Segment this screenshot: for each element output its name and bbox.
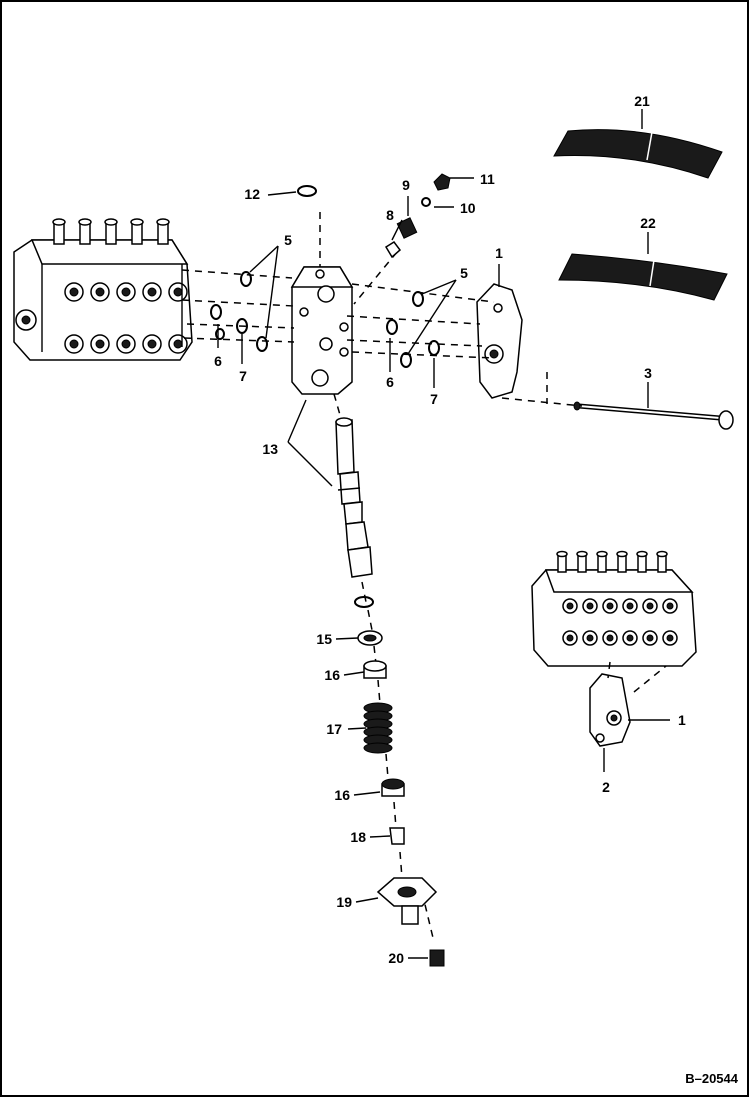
callout-10: 10	[460, 200, 476, 216]
leaders-15-20	[335, 637, 428, 959]
callout-16a: 16	[324, 667, 340, 683]
end-cover	[476, 283, 523, 399]
decal-21	[553, 129, 723, 179]
leader-13a	[287, 399, 307, 443]
callout-6a: 6	[214, 353, 222, 369]
callout-12: 12	[244, 186, 260, 202]
callout-9: 9	[402, 177, 410, 193]
callout-7a: 7	[239, 368, 247, 384]
inlet-section-block	[290, 266, 354, 395]
callout-5a: 5	[284, 232, 292, 248]
relief-parts	[267, 173, 474, 259]
callout-5b: 5	[460, 265, 468, 281]
callout-18: 18	[350, 829, 366, 845]
callouts: 21 22 12 9 8 10 11 1 5 5 6 7 6 7 3 13 15…	[214, 93, 686, 966]
control-valve-main	[13, 218, 193, 361]
spool-assembly	[335, 417, 373, 578]
callout-19: 19	[336, 894, 352, 910]
leader-13b	[287, 441, 333, 487]
callout-21: 21	[634, 93, 650, 109]
decal-22	[558, 253, 728, 301]
o-rings-right	[386, 291, 440, 368]
callout-7b: 7	[430, 391, 438, 407]
callout-2: 2	[602, 779, 610, 795]
callout-22: 22	[640, 215, 656, 231]
callout-16b: 16	[334, 787, 350, 803]
control-valve-small	[531, 550, 697, 747]
callout-1b: 1	[678, 712, 686, 728]
callout-20: 20	[388, 950, 404, 966]
callout-11: 11	[480, 171, 495, 187]
spring-stack	[354, 596, 445, 967]
o-rings-left	[210, 271, 268, 352]
callout-3: 3	[644, 365, 652, 381]
callout-15: 15	[316, 631, 332, 647]
callout-17: 17	[326, 721, 342, 737]
callout-8: 8	[386, 207, 394, 223]
callout-1a: 1	[495, 245, 503, 261]
figure-id: B–20544	[685, 1071, 739, 1086]
leaders-5-6-7	[217, 245, 457, 388]
callout-6b: 6	[386, 374, 394, 390]
callout-13: 13	[262, 441, 278, 457]
tie-bolt	[573, 401, 734, 430]
